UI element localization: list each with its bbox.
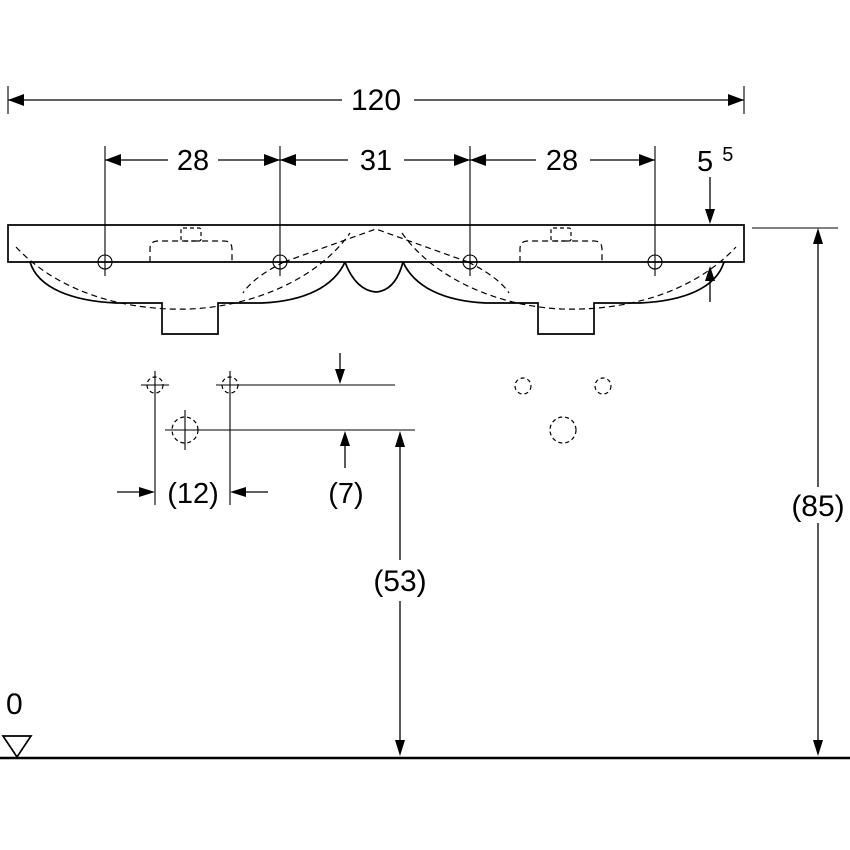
hidden-tap-deck-left: [149, 240, 233, 262]
dim-total-width-label: 120: [351, 84, 401, 117]
arrowhead-right: [728, 94, 744, 106]
hidden-tap-deck-right: [519, 240, 603, 262]
arrowhead: [639, 154, 655, 166]
dim-thickness-superscript: 5: [722, 144, 733, 166]
mounting-holes-left: [141, 371, 415, 505]
center-arch: [344, 261, 404, 293]
arrowhead-up: [813, 228, 823, 244]
dim-hole-spacing: (12): [117, 478, 268, 510]
arrowhead-down: [705, 209, 715, 224]
dim-hole-spacing-label: (12): [167, 478, 219, 510]
dim-thickness-main: 5: [697, 146, 713, 178]
hidden-bowl-rim-right: [401, 232, 737, 310]
basin-slab-outline: [7, 224, 745, 263]
arrowhead-down: [395, 740, 405, 756]
arrowhead-right: [139, 487, 155, 497]
dim-tap-left-label: 28: [177, 145, 209, 177]
arrowhead: [264, 154, 280, 166]
datum-level-label: 0: [6, 688, 23, 721]
arrowhead-up: [395, 431, 405, 447]
arrowhead-left: [230, 487, 246, 497]
arrowhead-left: [8, 94, 24, 106]
hidden-center-ridge-right-arm: [467, 261, 510, 294]
arrowhead-down: [813, 740, 823, 756]
arrowhead: [454, 154, 470, 166]
arrowhead-up: [705, 266, 715, 281]
dim-tap-right-label: 28: [546, 145, 578, 177]
hidden-deck-hole-left: [180, 227, 202, 242]
dim-tap-center-label: 31: [360, 145, 392, 177]
datum: 0: [1, 688, 33, 759]
bowl-shell-right: [402, 261, 725, 335]
dim-overall-height: (85): [752, 227, 845, 756]
dim-thickness: 5 5: [697, 144, 733, 302]
dim-total-width: 120: [7, 84, 745, 117]
bowl-shell-left: [29, 261, 346, 335]
arrowhead: [105, 154, 121, 166]
hidden-drain-icon: [549, 416, 577, 444]
dim-overall-height-label: (85): [791, 490, 844, 523]
washbasin-front-view: [7, 224, 745, 335]
dim-thickness-label: 5 5: [697, 144, 733, 178]
dim-trap-height: (53): [373, 431, 427, 756]
arrowhead-down: [335, 369, 345, 384]
dim-hole-offset-label: (7): [328, 478, 363, 510]
arrowhead-up: [340, 431, 350, 446]
datum-triangle-icon: [1, 735, 33, 759]
dim-tap-spacings: 28 31 28: [104, 145, 656, 276]
hidden-hole-icon: [594, 377, 612, 395]
arrowhead: [470, 154, 486, 166]
hidden-hole-icon: [514, 377, 532, 395]
dim-trap-height-label: (53): [373, 565, 426, 598]
hidden-holes-right: [514, 377, 612, 444]
hidden-center-ridge: [283, 228, 469, 263]
hidden-bowl-rim-left: [15, 232, 351, 310]
hidden-deck-hole-right: [550, 227, 572, 242]
arrowhead: [280, 154, 296, 166]
dim-hole-offset: (7): [328, 353, 364, 510]
